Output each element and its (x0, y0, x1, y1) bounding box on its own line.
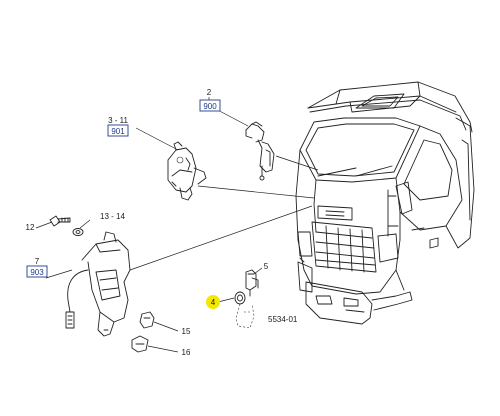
callout-3-ref-box[interactable] (107, 124, 129, 137)
part-16-drawing (131, 335, 149, 353)
part-2-drawing (245, 121, 275, 181)
callout-2-label: 2 (207, 88, 212, 97)
callout-3-label: 3 - 11 (108, 116, 128, 125)
callout-7-ref: 903 (30, 268, 44, 277)
part-12-drawing (49, 215, 71, 227)
figure-code: 5534-01 (268, 315, 298, 324)
cab-leader-lines (129, 155, 319, 271)
part-3-drawing (167, 141, 207, 201)
callout-2-ref-box[interactable] (199, 99, 221, 112)
callout-13-label: 13 - 14 (100, 212, 125, 221)
part-15-drawing (139, 311, 155, 329)
part-4-drawing (234, 291, 246, 305)
part-5-drawing (245, 269, 259, 297)
part-13-drawing (72, 228, 84, 236)
part-bracket-dashed (235, 303, 255, 329)
callout-7-ref-box[interactable] (26, 265, 48, 278)
callout-12-label: 12 (26, 223, 35, 232)
callout-16-label: 16 (182, 348, 191, 357)
callout-7-label: 7 (35, 257, 40, 266)
callout-15-label: 15 (182, 327, 191, 336)
truck-cab-drawing (295, 81, 475, 325)
callout-5-label: 5 (264, 262, 269, 271)
callout-3-ref: 901 (111, 127, 125, 136)
callout-2-ref: 900 (203, 102, 217, 111)
callout-4-label: 4 (211, 298, 216, 307)
callout-4-highlight[interactable] (206, 295, 220, 309)
part-7-drawing (65, 231, 131, 337)
